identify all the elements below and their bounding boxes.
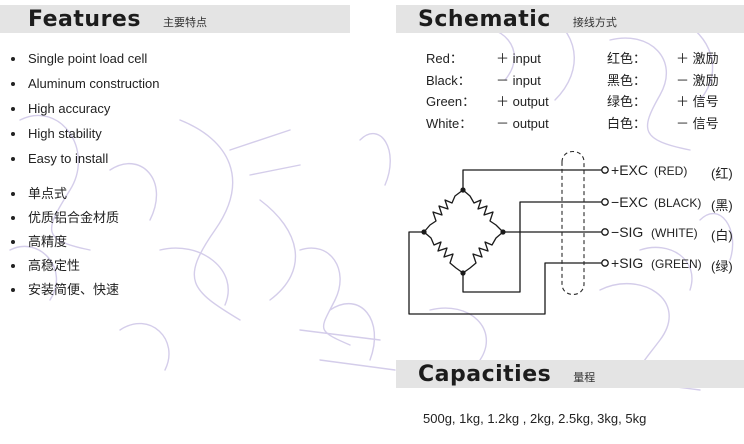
wire-bottom	[462, 201, 604, 293]
wire-color-en: Green：	[426, 94, 476, 109]
wire-color-zh: 白色：	[607, 116, 647, 131]
terminal-name: EXC	[619, 162, 648, 178]
terminal-sign: −	[611, 194, 620, 210]
terminal-label: −SIG	[611, 224, 643, 240]
terminal-circle	[601, 228, 609, 236]
terminal-paren-zh: (白)	[711, 228, 733, 243]
list-item: 安装简便、快速	[8, 278, 119, 302]
wire-signal-en: － output	[496, 116, 549, 131]
wire-color-en: Black：	[426, 73, 471, 88]
wire-signal-en: ＋ input	[496, 51, 541, 66]
wire-signal-en: ＋ output	[496, 94, 549, 109]
wire-left	[408, 231, 604, 315]
cable-shield	[561, 150, 585, 296]
list-item: 优质铝合金材质	[8, 206, 119, 230]
capacities-title: Capacities	[418, 361, 552, 387]
terminal-paren-en: (BLACK)	[654, 196, 702, 210]
wire-color-en: White：	[426, 116, 473, 131]
schematic-title: Schematic	[418, 6, 551, 32]
terminal-sign: +	[611, 162, 620, 178]
schematic-subtitle: 接线方式	[572, 17, 617, 29]
terminal-label: +EXC	[611, 162, 648, 178]
terminal-label: −EXC	[611, 194, 648, 210]
wire-color-en: Red：	[426, 51, 463, 66]
capacities-subtitle: 量程	[573, 372, 596, 384]
wire-signal-zh: － 激励	[676, 73, 719, 88]
capacities-values: 500g, 1kg, 1.2kg , 2kg, 2.5kg, 3kg, 5kg	[423, 411, 647, 426]
capacities-header: Capacities 量程	[396, 360, 744, 388]
wire-color-zh: 绿色：	[607, 94, 647, 109]
list-item: High stability	[8, 121, 160, 146]
wire-signal-zh: － 信号	[676, 116, 719, 131]
terminal-paren-zh: (黑)	[711, 198, 733, 213]
terminal-label: +SIG	[611, 255, 643, 271]
terminal-name: EXC	[619, 194, 648, 210]
wire-color-zh: 红色：	[607, 51, 647, 66]
wire-signal-zh: ＋ 信号	[676, 94, 719, 109]
terminal-paren-zh: (绿)	[711, 259, 733, 274]
list-item: Easy to install	[8, 146, 160, 171]
list-item: Single point load cell	[8, 46, 160, 71]
list-item: 单点式	[8, 182, 119, 206]
list-item: 高精度	[8, 230, 119, 254]
wire-signal-en: － input	[496, 73, 541, 88]
features-list-chinese: 单点式 优质铝合金材质 高精度 高稳定性 安装简便、快速	[8, 182, 119, 302]
bridge-node	[500, 229, 506, 235]
terminal-name: SIG	[619, 255, 644, 271]
wire-top	[462, 169, 604, 191]
features-list-english: Single point load cell Aluminum construc…	[8, 46, 160, 171]
terminal-paren-en: (GREEN)	[651, 257, 702, 271]
features-title: Features	[28, 6, 141, 32]
terminal-paren-en: (RED)	[654, 164, 688, 178]
terminal-circle	[601, 198, 609, 206]
bridge-node	[460, 270, 466, 276]
resistor-arm	[423, 189, 464, 233]
features-subtitle: 主要特点	[162, 17, 207, 29]
terminal-sign: +	[611, 255, 620, 271]
wire-signal-zh: ＋ 激励	[676, 51, 719, 66]
bridge-node	[460, 187, 466, 193]
list-item: Aluminum construction	[8, 71, 160, 96]
schematic-header: Schematic 接线方式	[396, 5, 744, 33]
resistor-arm	[423, 231, 464, 274]
bridge-node	[421, 229, 427, 235]
terminal-paren-en: (WHITE)	[651, 226, 698, 240]
resistor-arm	[462, 231, 504, 274]
terminal-circle	[601, 166, 609, 174]
terminal-circle	[601, 259, 609, 267]
terminal-name: SIG	[619, 224, 644, 240]
terminal-sign: −	[611, 224, 620, 240]
wire-color-zh: 黑色：	[607, 73, 647, 88]
list-item: 高稳定性	[8, 254, 119, 278]
list-item: High accuracy	[8, 96, 160, 121]
terminal-paren-zh: (红)	[711, 166, 733, 181]
resistor-arm	[462, 189, 504, 233]
features-header: Features 主要特点	[0, 5, 350, 33]
